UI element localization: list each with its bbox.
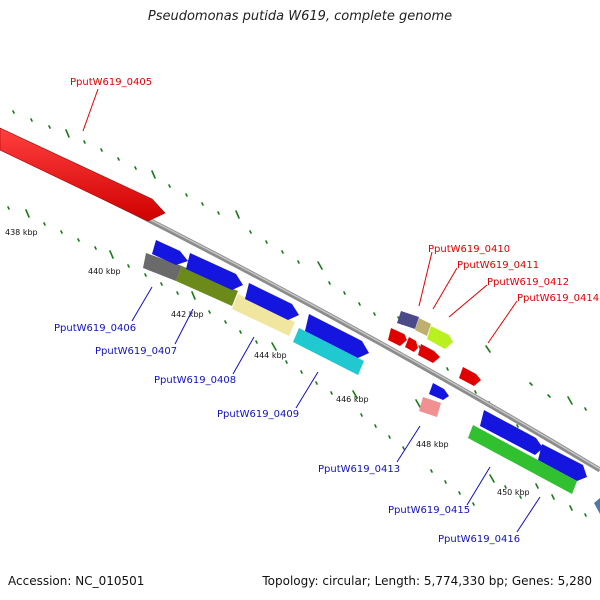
- gene-0412d-arrow[interactable]: [418, 344, 440, 363]
- label-gene-0414[interactable]: PputW619_0414: [517, 293, 599, 304]
- gene-0415b-arrow[interactable]: [538, 444, 587, 481]
- reverse-strand-genes: [143, 240, 600, 514]
- gene-0413b-arrow[interactable]: [429, 383, 449, 400]
- gene-0412b-arrow[interactable]: [388, 328, 407, 346]
- gene-0407b-arrow[interactable]: [186, 253, 243, 290]
- outer-tick-ring: [12, 110, 587, 428]
- gene-0408-arrow[interactable]: [232, 294, 295, 336]
- kbp-label-442: 442 kbp: [171, 310, 204, 319]
- gene-0416-arrow[interactable]: [468, 425, 577, 494]
- gene-0409b-arrow[interactable]: [305, 314, 369, 358]
- label-gene-0412[interactable]: PputW619_0412: [487, 277, 569, 288]
- gene-0411-arrow[interactable]: [415, 318, 431, 336]
- kbp-label-440: 440 kbp: [88, 267, 121, 276]
- kbp-label-450: 450 kbp: [497, 488, 530, 497]
- gene-0410-arrow[interactable]: [397, 311, 419, 329]
- forward-gene-labels: [82, 88, 518, 344]
- gene-0412c-arrow[interactable]: [405, 337, 418, 352]
- inner-tick-ring: [7, 206, 587, 517]
- label-gene-0408[interactable]: PputW619_0408: [154, 375, 236, 386]
- gene-0414-arrow[interactable]: [459, 367, 481, 386]
- gene-0406-arrow[interactable]: [143, 253, 182, 281]
- kbp-label-444: 444 kbp: [254, 351, 287, 360]
- kbp-label-438: 438 kbp: [5, 228, 38, 237]
- label-gene-0413[interactable]: PputW619_0413: [318, 464, 400, 475]
- label-gene-0409[interactable]: PputW619_0409: [217, 409, 299, 420]
- label-gene-0410[interactable]: PputW619_0410: [428, 244, 510, 255]
- kbp-label-446: 446 kbp: [336, 395, 369, 404]
- gene-0407-arrow[interactable]: [176, 266, 238, 306]
- reverse-gene-labels: [131, 286, 541, 533]
- forward-strand-genes: [388, 311, 481, 386]
- gene-0415-arrow[interactable]: [480, 410, 543, 455]
- gene-0413-arrow[interactable]: [419, 397, 441, 417]
- label-gene-0406[interactable]: PputW619_0406: [54, 323, 136, 334]
- gene-0409-arrow[interactable]: [293, 328, 364, 375]
- gene-edge-arrow: [594, 498, 600, 514]
- label-gene-0407[interactable]: PputW619_0407: [95, 346, 177, 357]
- gene-0406b-arrow[interactable]: [152, 240, 188, 265]
- genome-backbone: [0, 143, 600, 473]
- label-gene-0415[interactable]: PputW619_0415: [388, 505, 470, 516]
- accession-text: Accession: NC_010501: [8, 574, 145, 588]
- gene-0405-arrow[interactable]: [0, 127, 166, 222]
- page-title: Pseudomonas putida W619, complete genome: [147, 9, 453, 24]
- label-gene-0405[interactable]: PputW619_0405: [70, 77, 152, 88]
- kbp-label-448: 448 kbp: [416, 440, 449, 449]
- label-gene-0416[interactable]: PputW619_0416: [438, 534, 520, 545]
- topology-text: Topology: circular; Length: 5,774,330 bp…: [262, 574, 592, 588]
- label-gene-0411[interactable]: PputW619_0411: [457, 260, 539, 271]
- gene-0412-arrow[interactable]: [427, 326, 453, 349]
- gene-0408b-arrow[interactable]: [245, 283, 299, 320]
